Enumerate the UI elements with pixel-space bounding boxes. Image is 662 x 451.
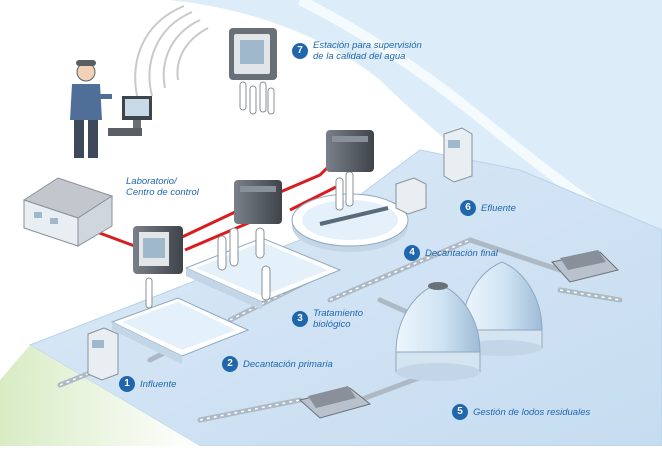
step-1-number-badge: 1 (119, 376, 135, 392)
step-5-label: 5 Gestión de lodos residuales (452, 404, 590, 420)
biological-treatment-basin (184, 227, 342, 310)
cabinet-icon (395, 127, 473, 215)
lab-control-label: Laboratorio/ Centro de control (126, 176, 199, 198)
lab-control-text: Laboratorio/ Centro de control (126, 176, 199, 198)
primary-settling-tank (110, 297, 250, 364)
step-2-label: 2 Decantación primaria (222, 356, 333, 372)
computer-icon (108, 96, 152, 136)
step-7-text: Estación para supervisión de la calidad … (313, 40, 422, 62)
step-6-number-badge: 6 (460, 200, 476, 216)
step-1-text: Influente (140, 378, 177, 390)
step-1-label: 1 Influente (119, 376, 176, 392)
step-3-number-badge: 3 (292, 311, 308, 327)
step-4-number-badge: 4 (404, 245, 420, 261)
ground-front-strip (0, 345, 200, 446)
step-7-number-badge: 7 (292, 43, 308, 59)
wireless-signal-icon (134, 5, 209, 105)
step-6-text: Efluente (481, 202, 516, 214)
step-5-text: Gestión de lodos residuales (473, 406, 591, 418)
building-icon (22, 177, 114, 247)
controller-icon (133, 226, 183, 309)
worker-icon (70, 60, 112, 158)
water-area (170, 0, 662, 330)
step-3-label: 3 Tratamiento biológico (292, 308, 363, 330)
step-3-text: Tratamiento biológico (313, 308, 363, 330)
clarifier-icon (291, 171, 409, 252)
cabinet-icon (87, 327, 119, 381)
step-4-label: 4 Decantación final (404, 245, 498, 261)
digester-icon (395, 282, 481, 381)
controller-icon (234, 180, 282, 224)
pump-icon (551, 250, 619, 283)
step-6-label: 6 Efluente (460, 200, 516, 216)
step-7-label: 7 Estación para supervisión de la calida… (292, 40, 422, 62)
digester-icon (461, 261, 543, 356)
controller-icon (326, 130, 374, 172)
pump-icon (298, 386, 372, 419)
monitoring-station (229, 28, 277, 115)
step-4-text: Decantación final (425, 247, 498, 259)
step-2-text: Decantación primaria (243, 358, 333, 370)
step-5-number-badge: 5 (452, 404, 468, 420)
step-2-number-badge: 2 (222, 356, 238, 372)
